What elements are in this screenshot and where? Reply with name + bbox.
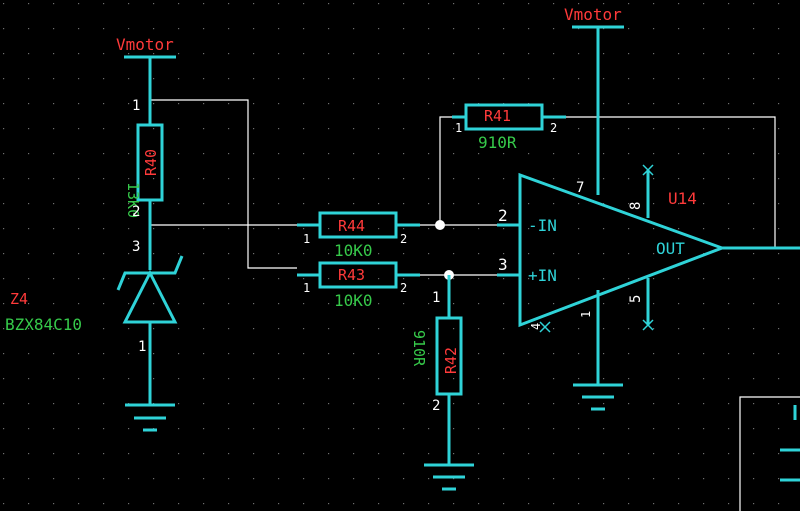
- u14-pin-pos: 3: [498, 255, 508, 274]
- r44-resistor[interactable]: [297, 211, 420, 239]
- u14-pin-1: 1: [579, 311, 593, 318]
- r44-pin2: 2: [400, 232, 407, 246]
- partial-component: [739, 396, 800, 511]
- r43-resistor[interactable]: [297, 261, 420, 289]
- vmotor-left-symbol[interactable]: [124, 55, 176, 125]
- vmotor-right-symbol[interactable]: [572, 25, 624, 195]
- r42-resistor[interactable]: [424, 275, 474, 491]
- u14-out-label: OUT: [656, 239, 685, 258]
- r44-pin1: 1: [303, 232, 310, 246]
- partial-component-pins: [780, 405, 800, 482]
- z4-pin3: 3: [132, 239, 140, 255]
- r43-pin1: 1: [303, 281, 310, 295]
- r41-value: 910R: [478, 133, 517, 152]
- r41-ref: R41: [484, 107, 511, 125]
- r41-pin1: 1: [455, 121, 462, 135]
- u14-ref: U14: [668, 189, 697, 208]
- u14-pin-4: 4: [529, 323, 543, 330]
- u14-pin-8: 8: [628, 202, 644, 210]
- vmotor-right-label: Vmotor: [564, 5, 622, 24]
- r41-pin2: 2: [550, 121, 557, 135]
- r44-value: 10K0: [334, 241, 373, 260]
- u14-in-pos-label: +IN: [528, 266, 557, 285]
- r40-pin2: 2: [132, 204, 140, 220]
- junction-dot: [435, 220, 445, 230]
- no-connect-marks: [539, 164, 654, 333]
- r42-pin1: 1: [432, 290, 440, 306]
- r44-ref: R44: [338, 217, 365, 235]
- r42-value: 910R: [410, 330, 428, 367]
- z4-zener-diode[interactable]: [116, 255, 184, 432]
- r40-pin1: 1: [132, 98, 140, 114]
- r42-ref: R42: [442, 347, 460, 374]
- u14-in-neg-label: -IN: [528, 216, 557, 235]
- r42-pin2: 2: [432, 398, 440, 414]
- vmotor-left-label: Vmotor: [116, 35, 174, 54]
- r40-resistor[interactable]: [136, 123, 164, 270]
- r40-value: 13K0: [124, 182, 142, 218]
- z4-pin1: 1: [138, 339, 146, 355]
- r43-value: 10K0: [334, 291, 373, 310]
- u14-opamp[interactable]: [497, 170, 800, 411]
- u14-pin-neg: 2: [498, 206, 508, 225]
- u14-pin-5: 5: [628, 295, 644, 303]
- z4-ref: Z4: [10, 290, 28, 308]
- r41-resistor[interactable]: [452, 103, 566, 131]
- z4-value: BZX84C10: [5, 315, 82, 334]
- r40-ref: R40: [142, 149, 160, 176]
- r43-ref: R43: [338, 266, 365, 284]
- r43-pin2: 2: [400, 281, 407, 295]
- u14-pin-v: 7: [576, 180, 584, 196]
